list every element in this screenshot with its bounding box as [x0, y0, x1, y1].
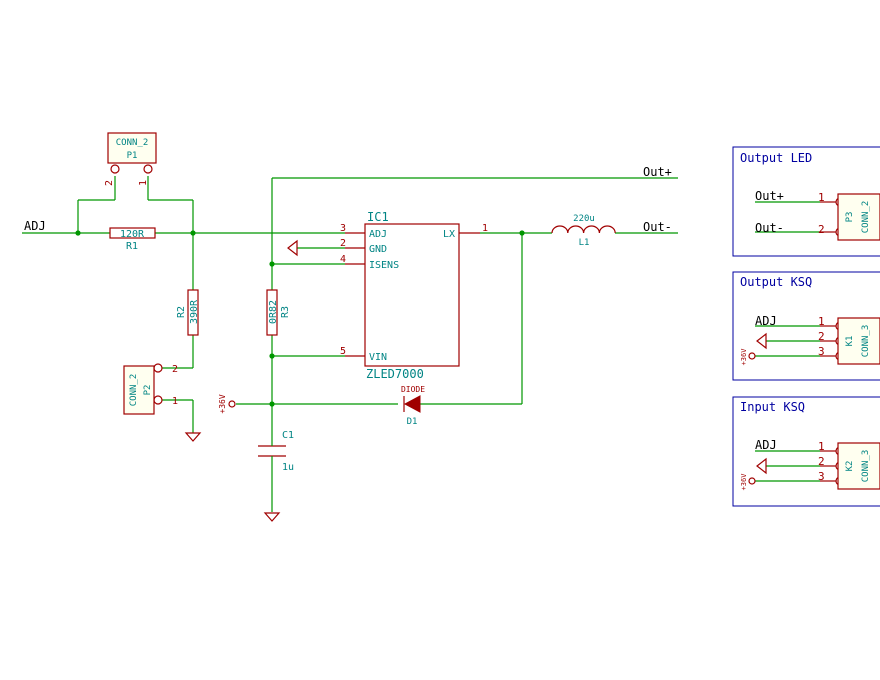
p2-pin1-num: 1 — [172, 396, 178, 407]
conn-value: CONN_3 — [861, 325, 871, 358]
p1-value: CONN_2 — [116, 138, 149, 148]
wires — [22, 176, 678, 512]
junction-dot — [269, 401, 275, 407]
inductor-l1[interactable]: 220u L1 — [551, 214, 616, 248]
ic1-pin-vin-name: VIN — [369, 352, 387, 363]
pin-num: 1 — [818, 440, 825, 453]
c1-ref: C1 — [282, 430, 294, 441]
net-label-out-minus: Out- — [643, 220, 672, 234]
resistor-r2[interactable]: 390R R2 — [176, 289, 200, 336]
net-label-adj: ADJ — [24, 219, 46, 233]
p2-value: CONN_2 — [129, 374, 139, 407]
capacitor-c1[interactable]: C1 1u — [258, 430, 294, 473]
junction-dot — [75, 230, 81, 236]
junction-dot — [190, 230, 196, 236]
pin-circle — [153, 363, 163, 373]
supply-36v: +36V — [218, 394, 236, 414]
pin-label-out-plus: Out+ — [755, 189, 784, 203]
pin-circle — [153, 395, 163, 405]
supply-label: +36V — [740, 473, 748, 491]
pin-num: 2 — [818, 455, 825, 468]
r2-ref: R2 — [176, 306, 187, 318]
r3-value: 0R82 — [268, 300, 279, 324]
ic1-pin-vin-num: 5 — [340, 346, 346, 357]
ic1-pin-isens-num: 4 — [340, 254, 346, 265]
ic1-pin-lx-num: 1 — [482, 223, 488, 234]
resistor-r1[interactable]: 120R R1 — [109, 227, 156, 252]
d1-value: DIODE — [401, 385, 425, 394]
p1-ref: P1 — [127, 151, 138, 161]
pin-label-out-minus: Out- — [755, 221, 784, 235]
junctions — [75, 230, 525, 407]
ic1-ref: IC1 — [367, 210, 389, 224]
conn-value: CONN_3 — [861, 450, 871, 483]
ic1-pin-adj-num: 3 — [340, 223, 346, 234]
box-input-ksq: Input KSQ ADJ +36V 1 2 3 K2 CONN_3 — [732, 396, 880, 507]
l1-value: 220u — [573, 214, 595, 224]
junction-dot — [269, 261, 275, 267]
pin-circle — [143, 164, 153, 174]
ic1-pin-adj-name: ADJ — [369, 229, 387, 240]
conn-ref: P3 — [845, 212, 855, 223]
p2-pin2-num: 2 — [172, 364, 178, 375]
supply-label: +36V — [740, 348, 748, 366]
pin-label-adj: ADJ — [755, 438, 777, 452]
pin-circle — [748, 477, 756, 485]
pin-num: 2 — [818, 330, 825, 343]
r1-ref: R1 — [126, 241, 138, 252]
ic1-pin-gnd-name: GND — [369, 244, 387, 255]
c1-value: 1u — [282, 462, 294, 473]
conn-value: CONN_2 — [861, 201, 871, 234]
junction-dot — [519, 230, 525, 236]
box-title: Output KSQ — [740, 275, 812, 289]
ic1-pin-lx-name: LX — [443, 229, 455, 240]
ic1-pin-gnd-num: 2 — [340, 238, 346, 249]
pin-num: 3 — [818, 470, 825, 483]
ground-icon — [756, 332, 767, 350]
p2-ref: P2 — [143, 385, 153, 396]
diode-d1[interactable]: DIODE D1 — [401, 385, 425, 427]
ic1-ledriver[interactable]: IC1 ZLED7000 ADJ GND ISENS VIN LX 3 2 4 … — [340, 210, 488, 381]
p1-pin1-num: 1 — [138, 180, 149, 186]
pin-circle — [110, 164, 120, 174]
p1-pin2-num: 2 — [104, 180, 115, 186]
ground-icon — [184, 432, 202, 442]
connector-p2[interactable]: CONN_2 P2 2 1 — [123, 363, 178, 415]
connector-p1[interactable]: CONN_2 P1 2 1 — [104, 132, 157, 186]
ic1-value: ZLED7000 — [366, 367, 424, 381]
pin-num: 1 — [818, 191, 825, 204]
box-title: Output LED — [740, 151, 812, 165]
box-output-led: Output LED Out+ Out- 1 2 P3 CONN_2 — [732, 146, 880, 257]
r1-value: 120R — [120, 229, 145, 240]
pin-num: 2 — [818, 223, 825, 236]
ground-icon — [263, 512, 281, 522]
r2-value: 390R — [189, 299, 200, 324]
r3-ref: R3 — [280, 306, 291, 318]
pin-circle — [228, 400, 236, 408]
pin-label-adj: ADJ — [755, 314, 777, 328]
conn-ref: K1 — [845, 336, 855, 347]
ic1-pin-isens-name: ISENS — [369, 260, 399, 271]
conn-ref: K2 — [845, 461, 855, 472]
ground-icon — [756, 457, 767, 475]
supply-36v-label: +36V — [218, 394, 227, 413]
pin-num: 3 — [818, 345, 825, 358]
pin-num: 1 — [818, 315, 825, 328]
d1-ref: D1 — [407, 417, 418, 427]
l1-ref: L1 — [579, 238, 590, 248]
junction-dot — [269, 353, 275, 359]
pin-circle — [748, 352, 756, 360]
net-label-out-plus: Out+ — [643, 165, 672, 179]
resistor-r3[interactable]: 0R82 R3 — [266, 289, 291, 336]
box-output-ksq: Output KSQ ADJ +36V 1 2 3 K1 CONN_3 — [732, 271, 880, 381]
ground-icon — [287, 239, 298, 257]
box-title: Input KSQ — [740, 400, 805, 414]
